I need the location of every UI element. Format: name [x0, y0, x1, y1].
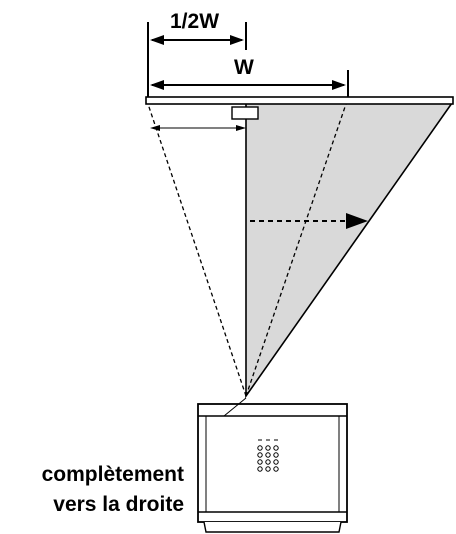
arrowhead-left-w [150, 80, 164, 90]
projection-area [245, 102, 454, 399]
arrowhead-right [230, 35, 244, 45]
button-cluster-icon [257, 439, 279, 472]
half-width-label: 1/2W [170, 10, 219, 33]
caption-line-1: complètement [41, 463, 184, 486]
offset-arrowhead-right [236, 125, 246, 131]
arrowhead-left [150, 35, 164, 45]
arrow-right-icon [346, 213, 368, 229]
screen-bar [145, 96, 454, 105]
dashed-ray-left [147, 103, 247, 397]
arrowhead-right-w [332, 80, 346, 90]
width-label: W [234, 56, 254, 79]
lens-marker [231, 106, 259, 120]
offset-arrowhead-left [150, 125, 160, 131]
caption-line-2: vers la droite [53, 493, 184, 516]
position-caption: complètement vers la droite [6, 460, 184, 520]
dashed-ray-right [245, 103, 347, 397]
projector-icon [197, 397, 348, 533]
